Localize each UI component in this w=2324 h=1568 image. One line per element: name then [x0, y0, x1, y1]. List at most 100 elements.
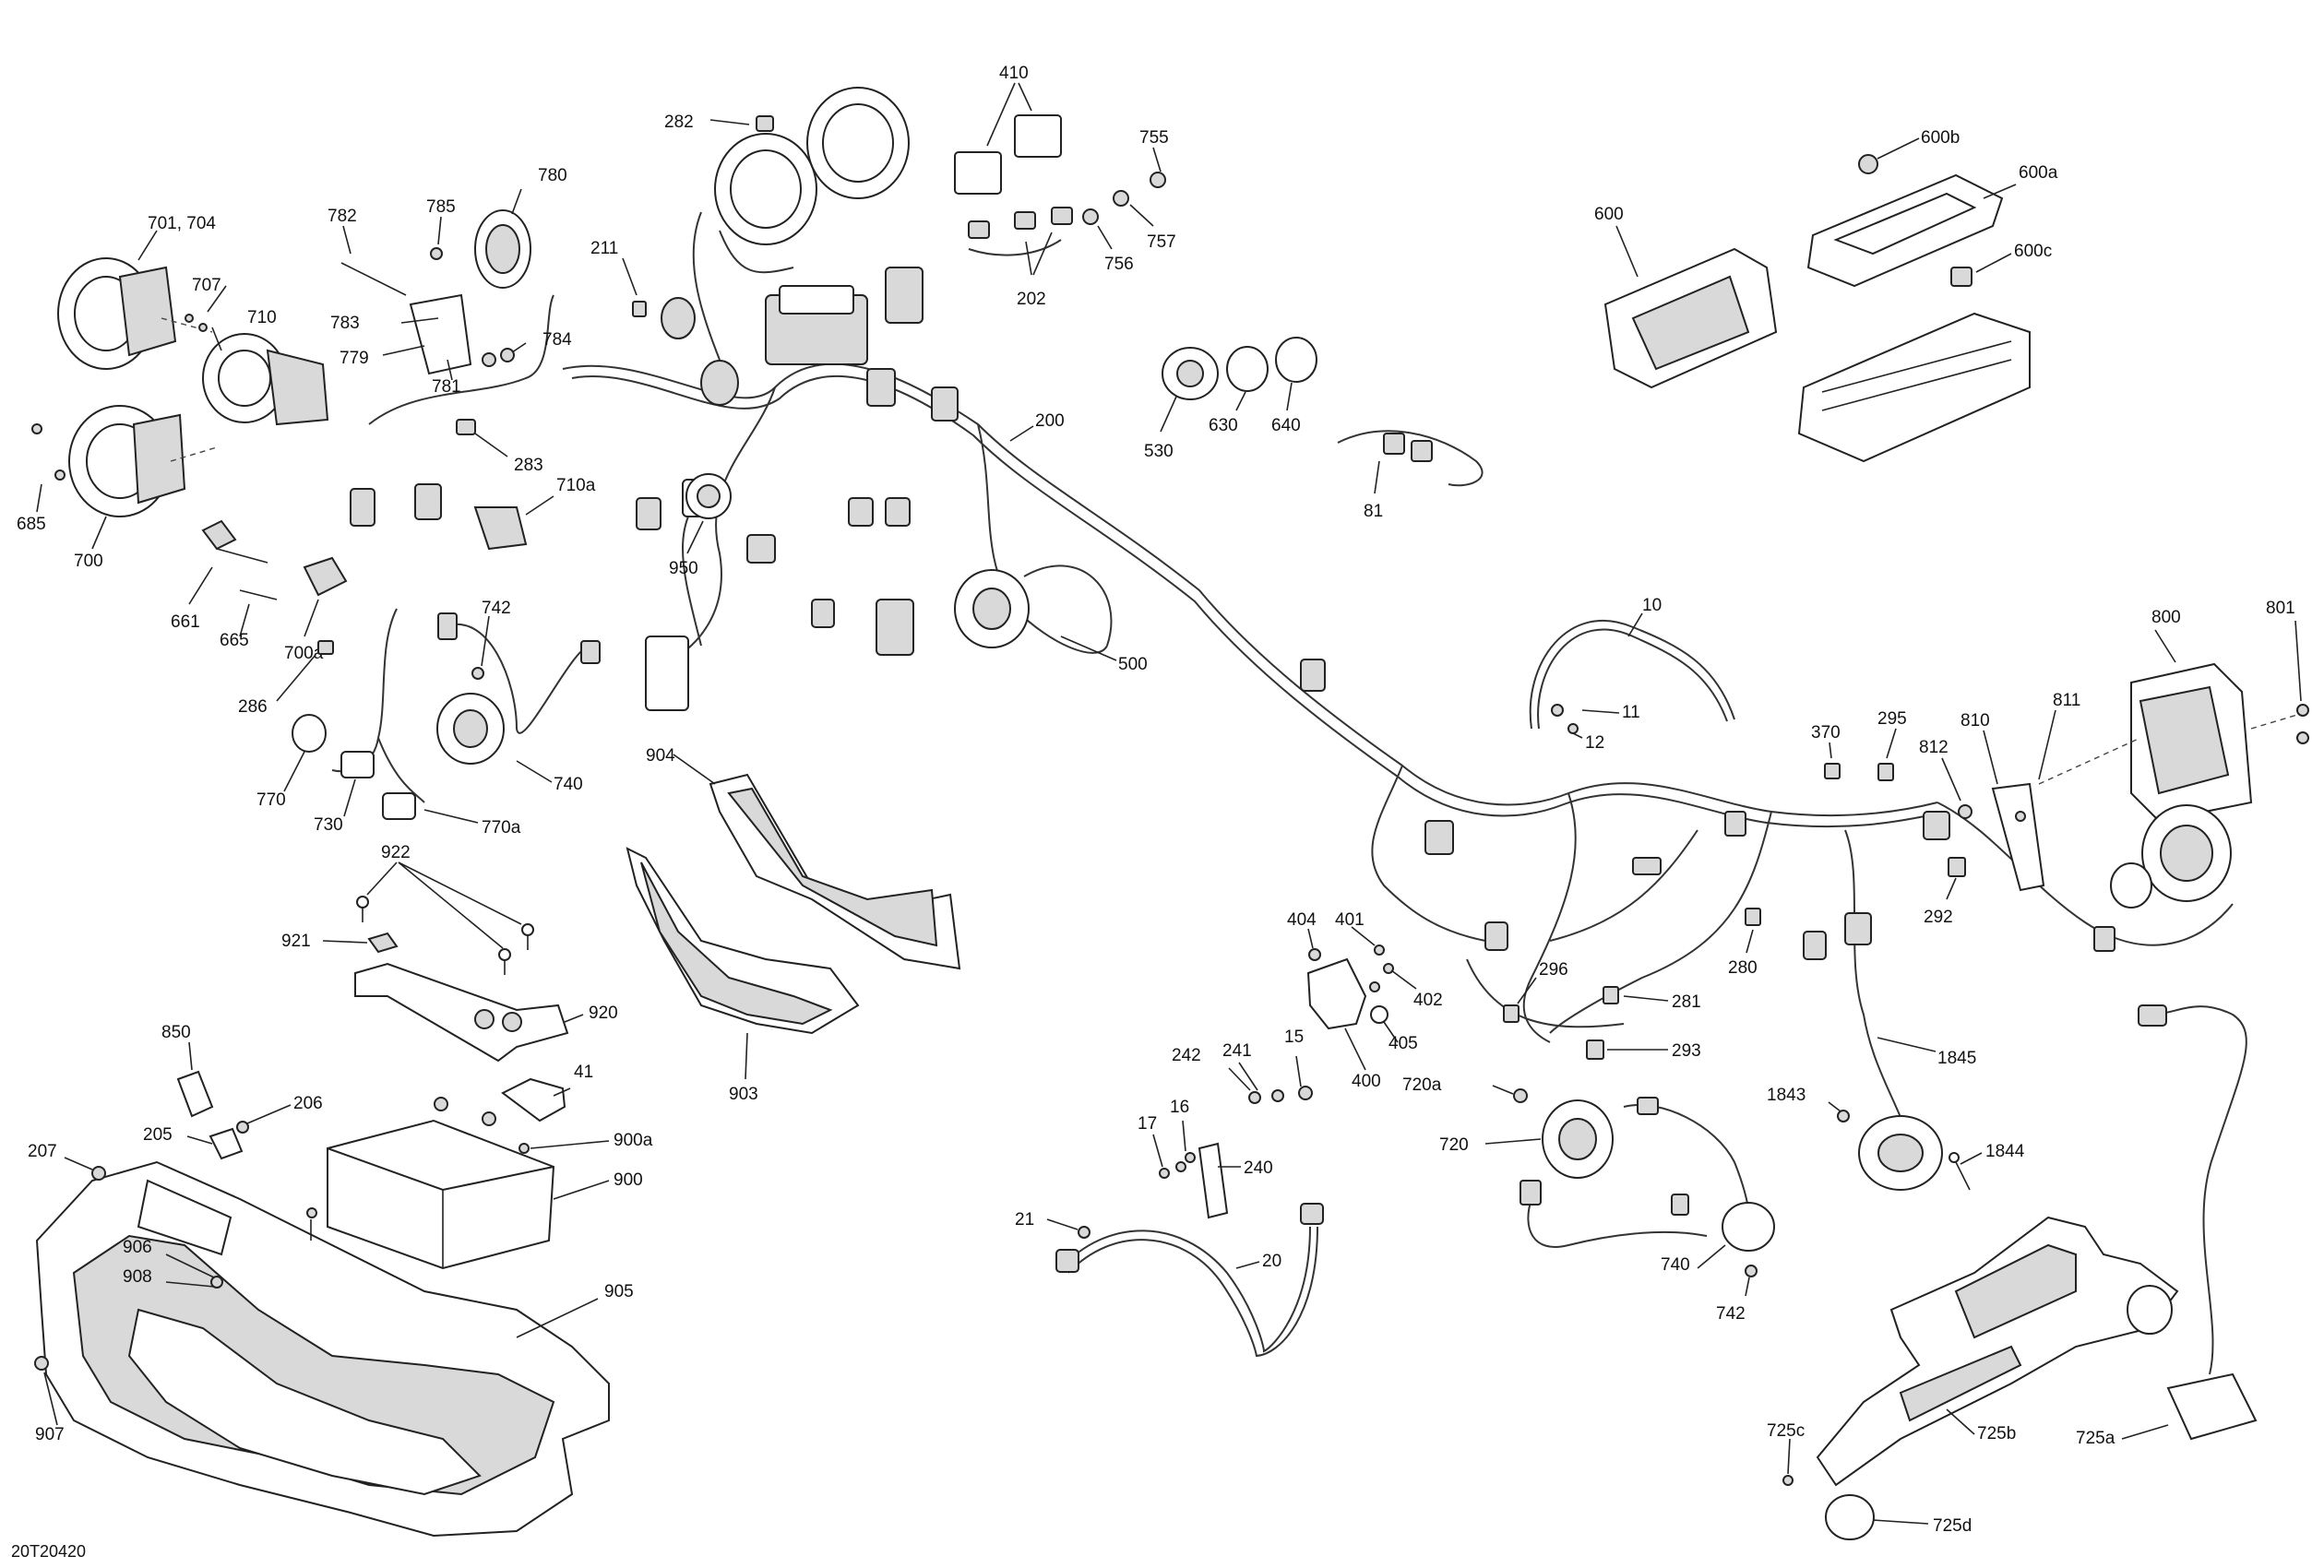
part-370-295-292: 370 295 292 [1811, 709, 1966, 927]
callout-530: 530 [1144, 442, 1174, 461]
callout-757: 757 [1147, 232, 1176, 252]
callout-779: 779 [340, 349, 369, 368]
callout-740-top: 740 [554, 775, 583, 794]
callout-811: 811 [2053, 691, 2080, 710]
part-282: 282 [664, 113, 774, 132]
callout-720: 720 [1439, 1135, 1469, 1155]
part-headlights-700-710: 701, 704 707 710 685 700 [17, 214, 329, 571]
callout-370: 370 [1811, 723, 1841, 742]
part-taillight-harness-1843-1845: 1845 1843 1844 [1767, 1037, 2025, 1191]
callout-850: 850 [161, 1023, 191, 1042]
callout-661: 661 [171, 612, 200, 632]
callout-800: 800 [2151, 608, 2181, 627]
callout-282: 282 [664, 113, 694, 132]
callout-600: 600 [1594, 205, 1624, 224]
part-661-665-700a: 661 665 700a [171, 519, 348, 663]
callout-401: 401 [1335, 910, 1365, 930]
callout-904: 904 [646, 746, 675, 766]
callout-700a: 700a [284, 644, 324, 663]
part-bracket-horn-779-785: 782 785 780 783 779 784 781 283 [328, 166, 572, 527]
callout-400: 400 [1352, 1072, 1381, 1091]
callout-780: 780 [538, 166, 567, 185]
part-harness-740-770: 742 286 770 730 770a 740 [238, 599, 601, 837]
part-202-pigtail: 202 755 757 756 [968, 128, 1176, 309]
callout-725d: 725d [1933, 1516, 1972, 1536]
callout-742-top: 742 [482, 599, 511, 618]
callout-600a: 600a [2019, 163, 2058, 183]
callout-905: 905 [604, 1282, 634, 1301]
callout-903: 903 [729, 1085, 758, 1104]
callout-283: 283 [514, 456, 543, 475]
callout-770: 770 [256, 790, 286, 810]
callout-685: 685 [17, 515, 46, 534]
callout-921: 921 [281, 932, 311, 951]
callout-906: 906 [123, 1238, 152, 1257]
part-725-bracket: 725c 725b 725a 725d [1767, 1004, 2258, 1540]
part-710a: 710a [473, 476, 596, 551]
part-920-bracket: 922 921 920 [281, 843, 618, 1063]
callout-781: 781 [432, 377, 461, 397]
callout-207: 207 [28, 1142, 57, 1161]
part-211: 211 [590, 239, 647, 317]
main-wiring-harness [562, 362, 2234, 1145]
part-500: 500 [954, 564, 1148, 674]
part-20-cable: 21 20 [1015, 1203, 1324, 1358]
part-right-headlight [2110, 804, 2232, 909]
callout-1844: 1844 [1985, 1142, 2025, 1161]
callout-701-704: 701, 704 [148, 214, 216, 233]
callout-725c: 725c [1767, 1421, 1805, 1441]
callout-665: 665 [220, 631, 249, 650]
callout-20: 20 [1262, 1252, 1281, 1271]
callout-725a: 725a [2076, 1429, 2115, 1448]
part-800-regulator: 800 801 811 810 812 [1919, 599, 2309, 892]
callout-404: 404 [1287, 910, 1317, 930]
callout-720a: 720a [1402, 1075, 1442, 1095]
callout-785: 785 [426, 197, 456, 217]
callout-16: 16 [1170, 1098, 1189, 1117]
callout-755: 755 [1139, 128, 1169, 148]
callout-17: 17 [1138, 1114, 1157, 1134]
callout-81: 81 [1364, 502, 1383, 521]
callout-784: 784 [542, 330, 572, 350]
callout-1843: 1843 [1767, 1086, 1806, 1105]
callout-12: 12 [1585, 733, 1604, 753]
callout-242: 242 [1172, 1046, 1201, 1065]
part-600-fuse-box: 600b 600a 600 600c [1594, 128, 2058, 463]
part-240-plate: 242 241 15 16 17 240 [1138, 1028, 1313, 1219]
callout-742-bottom: 742 [1716, 1304, 1746, 1324]
part-switches-530-630-640: 530 630 640 [1144, 337, 1317, 461]
callout-211: 211 [590, 239, 618, 258]
callout-21: 21 [1015, 1210, 1034, 1229]
callout-11: 11 [1622, 703, 1640, 722]
callout-810: 810 [1961, 711, 1990, 731]
diagram-reference-code: 20T20420 [11, 1542, 86, 1561]
callout-900a: 900a [614, 1131, 653, 1150]
callout-801: 801 [2266, 599, 2295, 618]
part-410-relays: 410 [954, 64, 1062, 195]
callout-293: 293 [1672, 1041, 1701, 1061]
callout-296: 296 [1539, 960, 1568, 980]
part-heat-shields-903-904: 904 903 [626, 746, 961, 1104]
part-400-sensor: 404 401 402 405 400 [1287, 910, 1443, 1091]
callout-240: 240 [1244, 1158, 1273, 1178]
part-clips-296-281-293-280: 296 281 293 280 [1503, 908, 1761, 1061]
part-81-pigtail: 81 [1337, 430, 1484, 521]
callout-600c: 600c [2014, 242, 2052, 261]
part-10-cable: 10 11 12 [1529, 596, 1735, 753]
callout-286: 286 [238, 697, 268, 717]
label-200: 200 [1009, 411, 1065, 442]
callout-630: 630 [1209, 416, 1238, 435]
callout-295: 295 [1877, 709, 1907, 729]
callout-700: 700 [74, 552, 103, 571]
callout-280: 280 [1728, 958, 1758, 978]
callout-292: 292 [1924, 908, 1953, 927]
callout-402: 402 [1413, 991, 1443, 1010]
callout-756: 756 [1104, 255, 1134, 274]
callout-15: 15 [1284, 1028, 1304, 1047]
callout-710: 710 [247, 308, 277, 327]
callout-725b: 725b [1977, 1424, 2016, 1443]
callout-405: 405 [1388, 1034, 1418, 1053]
instrument-cluster-assembly [636, 87, 959, 711]
callout-950: 950 [669, 559, 698, 578]
